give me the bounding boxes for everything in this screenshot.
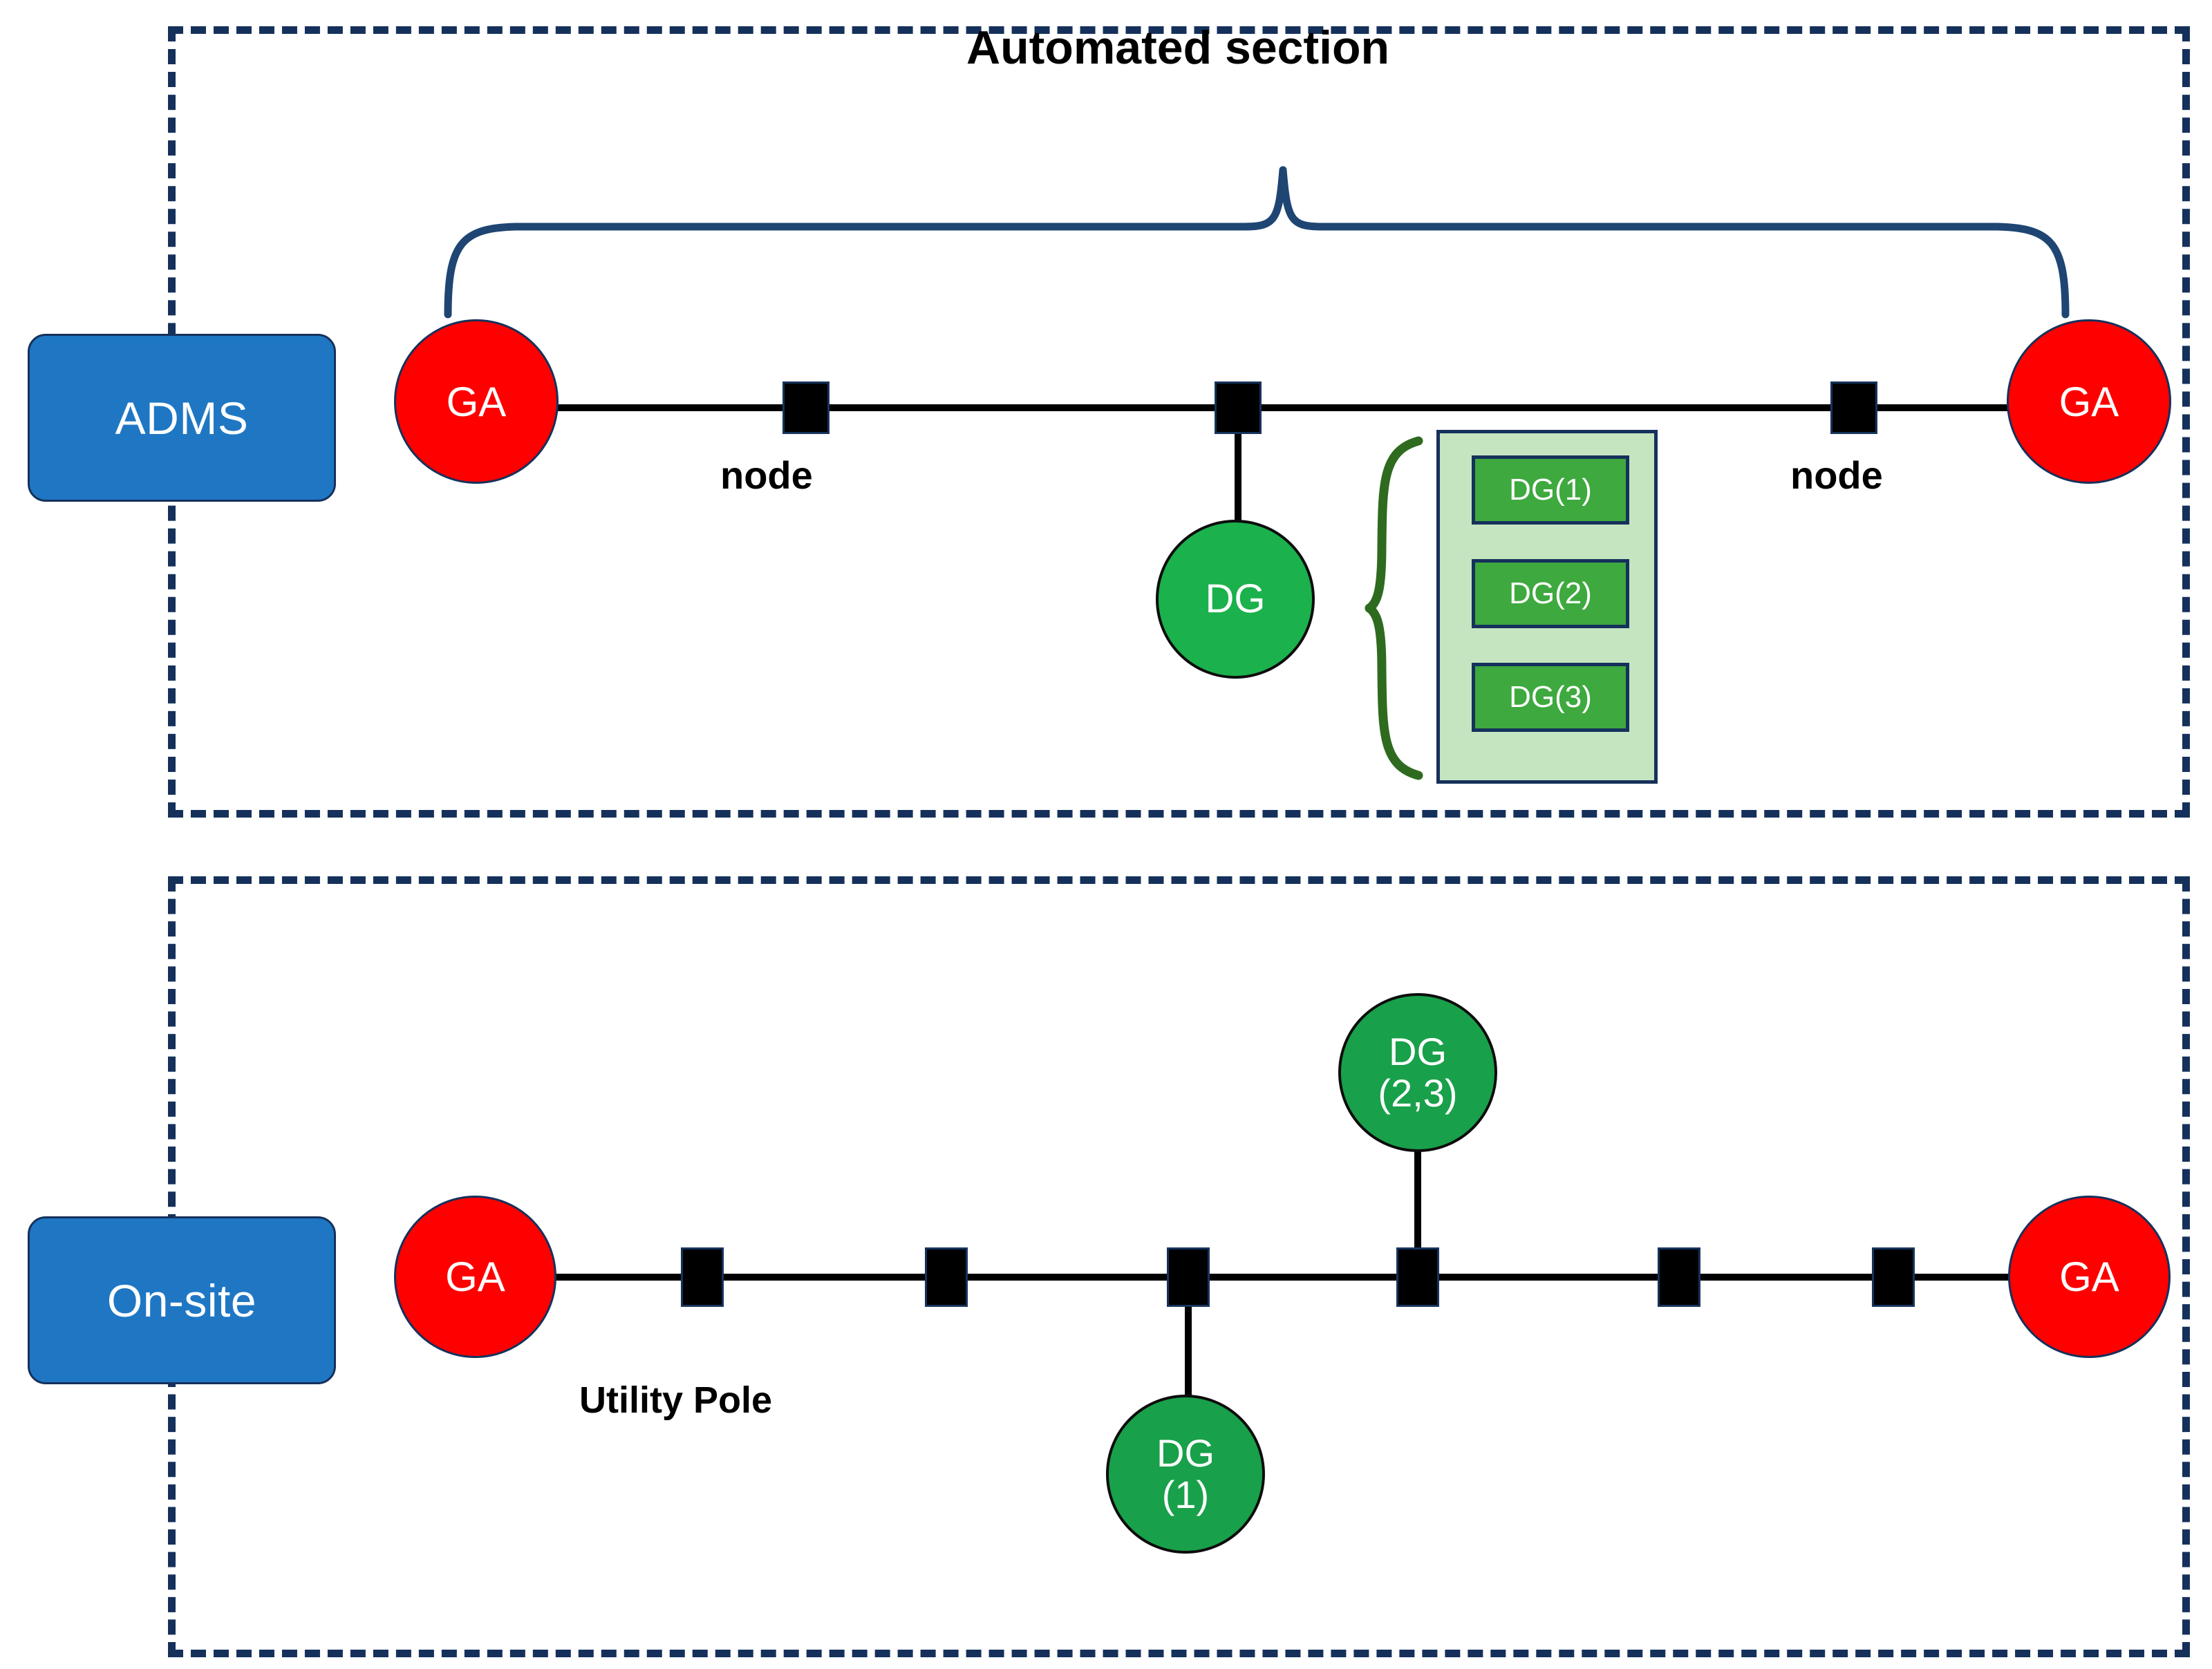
role-box-on-site[interactable]: On-site	[28, 1216, 336, 1384]
dg-circle-1-line1: DG	[1156, 1431, 1215, 1475]
drop-line-dg1-onsite	[1185, 1303, 1192, 1399]
node-onsite-6[interactable]	[1872, 1247, 1915, 1307]
node-onsite-4[interactable]	[1396, 1247, 1439, 1307]
dg-circle-1-line2: (1)	[1161, 1473, 1210, 1516]
riser-line-dg23-onsite	[1414, 1147, 1421, 1254]
feeder-line-onsite	[546, 1274, 2025, 1281]
ga-circle-right-automated[interactable]: GA	[2007, 319, 2171, 484]
role-box-adms[interactable]: ADMS	[28, 334, 336, 502]
dg-circle-23-line1: DG	[1389, 1029, 1447, 1073]
node-automated-1[interactable]	[782, 381, 830, 434]
ga-circle-right-onsite[interactable]: GA	[2008, 1196, 2171, 1358]
node-automated-3[interactable]	[1830, 381, 1877, 434]
dg-circle-automated[interactable]: DG	[1156, 520, 1315, 679]
dg-circle-23-onsite[interactable]: DG (2,3)	[1338, 993, 1497, 1152]
dg-chip-3[interactable]: DG(3)	[1472, 663, 1629, 732]
node-label-left-automated: node	[720, 453, 813, 497]
drop-line-dg-automated	[1235, 428, 1241, 525]
node-onsite-5[interactable]	[1658, 1247, 1700, 1307]
dg-circle-23-line2: (2,3)	[1378, 1071, 1458, 1115]
node-onsite-1[interactable]	[681, 1247, 724, 1307]
node-automated-2[interactable]	[1215, 381, 1262, 434]
dg-group-panel: DG(1) DG(2) DG(3)	[1436, 430, 1658, 784]
dg-circle-1-onsite[interactable]: DG (1)	[1106, 1395, 1265, 1554]
dg-chip-2[interactable]: DG(2)	[1472, 559, 1629, 628]
node-label-right-automated: node	[1790, 453, 1883, 497]
dg-chip-1[interactable]: DG(1)	[1472, 455, 1629, 525]
node-onsite-3[interactable]	[1167, 1247, 1210, 1307]
ga-circle-left-automated[interactable]: GA	[394, 319, 559, 484]
feeder-line-automated	[546, 404, 2022, 411]
utility-pole-label: Utility Pole	[579, 1379, 773, 1421]
node-onsite-2[interactable]	[925, 1247, 968, 1307]
dg-circle-label: DG	[1205, 576, 1266, 621]
ga-circle-left-onsite[interactable]: GA	[394, 1196, 556, 1358]
automated-section-title: Automated section	[966, 21, 1390, 74]
